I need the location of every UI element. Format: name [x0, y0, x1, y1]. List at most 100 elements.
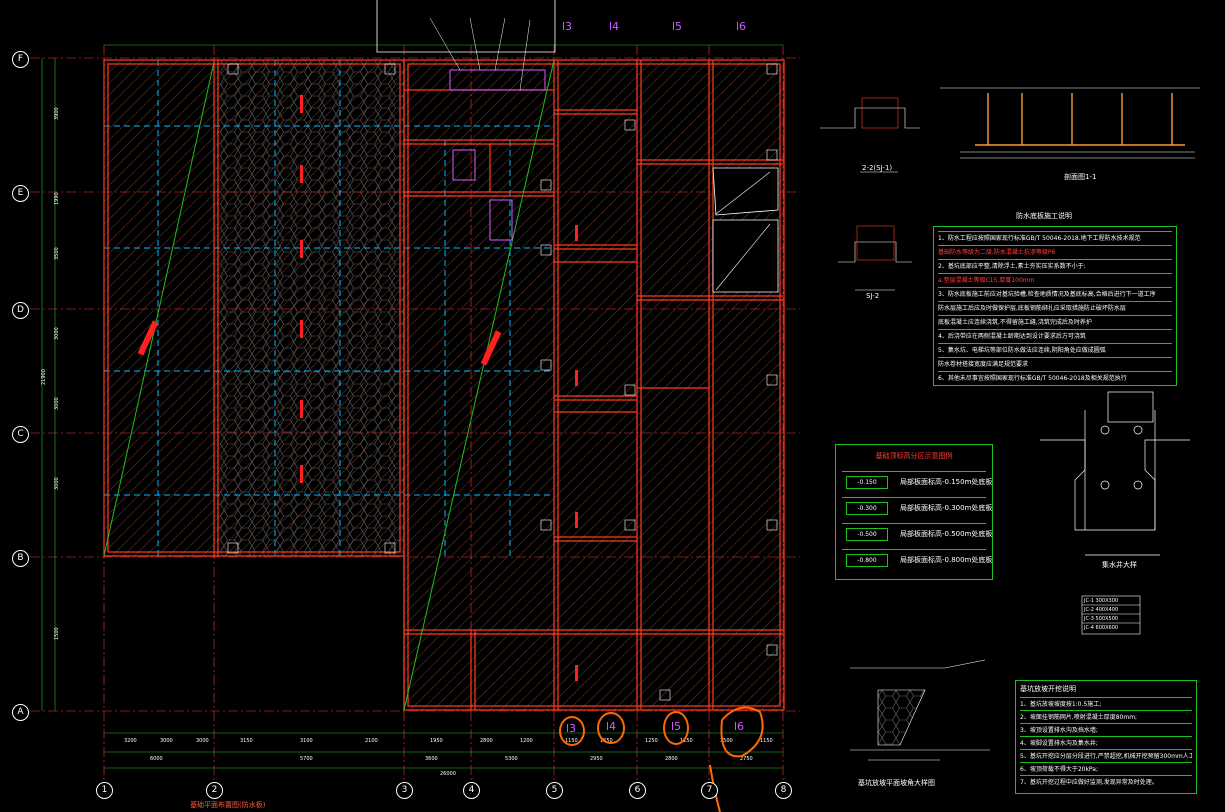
notes-upper: 防水底板施工说明 1、防水工程应按照国家现行标准GB/T 50046-2018.… — [933, 212, 1177, 386]
notes-lower-title: 基坑放坡开挖说明 — [1020, 685, 1076, 693]
small-table-row: JC-2 400X400 — [1084, 607, 1119, 613]
dimension-text: 1150 — [760, 738, 773, 744]
legend-text: 局部板面标高-0.300m处底板 — [900, 504, 993, 512]
left-dimension-text: 3900 1990 3500 3000 3000 3000 1500 21900 — [41, 107, 60, 640]
dimension-text: 1990 — [54, 192, 60, 205]
plan-title: 基础平面布置图(防水板) — [190, 801, 266, 809]
dimension-text: 3500 — [54, 247, 60, 260]
legend-row: -0.150 局部板面标高-0.150m处底板 — [842, 471, 992, 492]
dimension-text: 2950 — [590, 756, 603, 762]
axis-bubble-row-e: E — [12, 185, 29, 202]
note-line: 2、坡面挂钢筋网片,喷射混凝土厚度80mm; — [1020, 710, 1192, 724]
axis-bubble-col-8: 8 — [775, 782, 792, 799]
dimension-text: 2800 — [480, 738, 493, 744]
top-label-l5: l5 — [672, 20, 683, 33]
stair-block — [449, 69, 546, 241]
dimension-text: 5300 — [505, 756, 518, 762]
walls — [103, 59, 785, 711]
plan-hatch-area — [104, 60, 784, 710]
note-line: 1、防水工程应按照国家现行标准GB/T 50046-2018.地下工程防水技术规… — [938, 231, 1172, 245]
dimension-total: 21900 — [41, 369, 47, 385]
axis-bubble-col-1: 1 — [96, 782, 113, 799]
red-marks — [137, 95, 578, 681]
dimension-text: 1200 — [520, 738, 533, 744]
label-section-sj2: SJ-2 — [866, 292, 880, 300]
legend-text: 局部板面标高-0.800m处底板 — [900, 556, 993, 564]
axis-bubble-row-a: A — [12, 704, 29, 721]
dimension-text: 3900 — [54, 107, 60, 120]
small-table — [1081, 595, 1141, 635]
axis-bubble-col-5: 5 — [546, 782, 563, 799]
note-line: 3、坡顶设置排水沟及挡水墙; — [1020, 723, 1192, 737]
legend-swatch: -0.800 — [846, 554, 888, 567]
detail-sj2 — [838, 225, 912, 291]
dimension-text: 1950 — [430, 738, 443, 744]
dimension-text: 3000 — [54, 397, 60, 410]
legend-swatch: -0.150 — [846, 476, 888, 489]
dimension-text: 3000 — [54, 327, 60, 340]
dimension-text: 3000 — [160, 738, 173, 744]
note-line: 基础防水等级为二级,防水混凝土抗渗等级P6 — [938, 245, 1172, 259]
dimension-text: 2100 — [365, 738, 378, 744]
detail-section-1-1-base — [940, 87, 1200, 159]
detail-sump — [1040, 391, 1190, 556]
legend-row: -0.800 局部板面标高-0.800m处底板 — [842, 549, 992, 570]
small-table-row: JC-3 500X500 — [1084, 616, 1119, 622]
detail-edge — [850, 659, 990, 761]
label-section-1-1: 剖面图1-1 — [1064, 173, 1097, 181]
dimension-text: 3600 — [425, 756, 438, 762]
dimension-text: 1150 — [680, 738, 693, 744]
dimension-text: 3000 — [196, 738, 209, 744]
dimension-text: 3200 — [124, 738, 137, 744]
note-line: 6、其他未尽事宜按照国家现行标准GB/T 50046-2018及相关规范执行 — [938, 371, 1172, 385]
axis-bubble-row-d: D — [12, 302, 29, 319]
dimension-text: 1500 — [54, 627, 60, 640]
dimension-text: 1250 — [645, 738, 658, 744]
top-label-l3: l3 — [562, 20, 573, 33]
dimension-text: 1150 — [565, 738, 578, 744]
top-label-l6: l6 — [736, 20, 747, 33]
dimension-text: 6000 — [150, 756, 163, 762]
circled-label-l4: l4 — [606, 720, 617, 733]
dimension-text: 1500 — [720, 738, 733, 744]
circled-label-l6: l6 — [734, 720, 745, 733]
legend-title: 基础顶标高分区示意图例 — [875, 452, 953, 460]
legend-row: -0.500 局部板面标高-0.500m处底板 — [842, 523, 992, 544]
legend-row: -0.300 局部板面标高-0.300m处底板 — [842, 497, 992, 518]
note-line: 1、基坑放坡坡度按1:0.5施工; — [1020, 697, 1192, 711]
axis-bubble-row-c: C — [12, 426, 29, 443]
note-line: 底板混凝土应连续浇筑,不得留施工缝,浇筑完成后及时养护 — [938, 315, 1172, 329]
note-line: 6、坡顶荷载不得大于20kPa; — [1020, 762, 1192, 776]
top-leader-lines — [429, 17, 531, 91]
openings — [712, 167, 779, 293]
note-line: 2、基坑底部应平整,清除浮土,素土夯实压实系数不小于: — [938, 259, 1172, 273]
detail-sj1 — [820, 97, 920, 173]
legend-text: 局部板面标高-0.500m处底板 — [900, 530, 993, 538]
opening-lines — [715, 171, 771, 291]
dimension-lines — [41, 44, 783, 769]
dimension-text: 3100 — [300, 738, 313, 744]
label-edge-detail: 基坑放坡平面坡角大样图 — [858, 779, 935, 787]
beam-lines — [104, 60, 554, 556]
notes-lower: 基坑放坡开挖说明 1、基坑放坡坡度按1:0.5施工;2、坡面挂钢筋网片,喷射混凝… — [1015, 680, 1197, 794]
note-line: 7、基坑开挖过程中应做好监测,发现异常及时处理。 — [1020, 775, 1192, 789]
dimension-text: 5700 — [300, 756, 313, 762]
axis-bubble-col-4: 4 — [463, 782, 480, 799]
dimension-text: 3000 — [54, 477, 60, 490]
dimension-total: 26000 — [440, 771, 456, 777]
top-label-l4: l4 — [609, 20, 620, 33]
small-table-row: JC-1 300X300 — [1084, 598, 1119, 604]
label-sump-detail: 集水井大样 — [1102, 561, 1137, 569]
note-line: 5、集水坑、电梯坑等部位防水做法应连续,阴阳角处应做成圆弧 — [938, 343, 1172, 357]
detail-section-1-1 — [975, 93, 1185, 146]
column-tags — [227, 63, 778, 701]
note-line: 4、坡脚设置排水沟及集水井; — [1020, 736, 1192, 750]
legend-swatch: -0.300 — [846, 502, 888, 515]
axis-bubble-col-7: 7 — [701, 782, 718, 799]
axis-bubble-col-6: 6 — [629, 782, 646, 799]
legend-swatch: -0.500 — [846, 528, 888, 541]
top-crop — [376, 0, 556, 53]
small-table-text: JC-1 300X300 JC-2 400X400 JC-3 500X500 J… — [1084, 597, 1118, 633]
